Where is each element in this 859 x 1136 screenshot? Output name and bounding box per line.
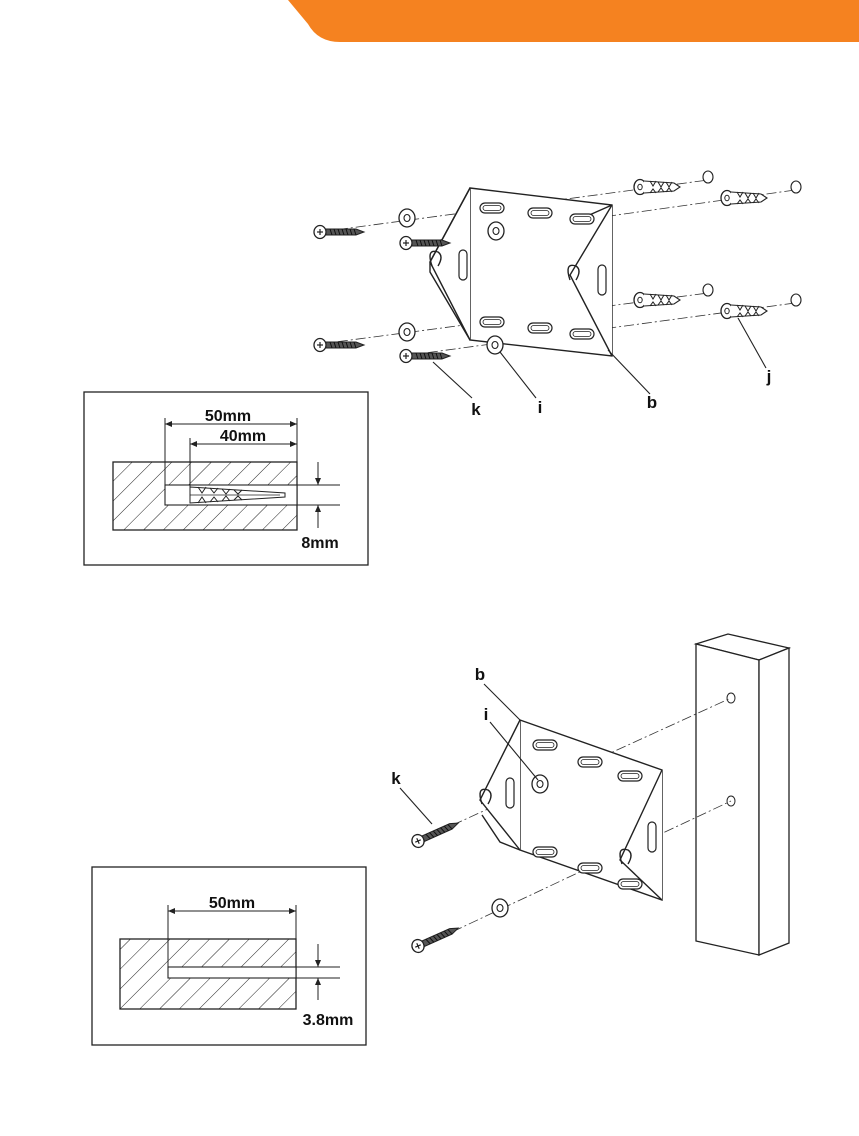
dim-8mm: 8mm: [301, 535, 338, 552]
dim-40mm: 40mm: [220, 428, 266, 445]
dim-50mm: 50mm: [209, 895, 255, 912]
dim-50mm: 50mm: [205, 408, 251, 425]
figure-1-bracket-assembly: k i b j: [314, 171, 801, 419]
detail-2-pilot-hole: 50mm 3.8mm: [92, 867, 366, 1045]
callout-b: b: [647, 393, 657, 412]
callout-k: k: [391, 769, 401, 788]
callout-k: k: [471, 400, 481, 419]
header-accent-band: [288, 0, 859, 42]
callout-b: b: [475, 665, 485, 684]
wall-bracket: [480, 720, 662, 900]
figure-2-post-mounting: b i k: [391, 634, 789, 955]
callout-j: j: [766, 367, 772, 386]
callout-i: i: [484, 705, 489, 724]
dim-3-8mm: 3.8mm: [303, 1012, 354, 1029]
detail-1-drill-depth: 50mm 40mm 8mm: [84, 392, 368, 565]
wooden-post: [696, 634, 789, 955]
callout-i: i: [538, 398, 543, 417]
